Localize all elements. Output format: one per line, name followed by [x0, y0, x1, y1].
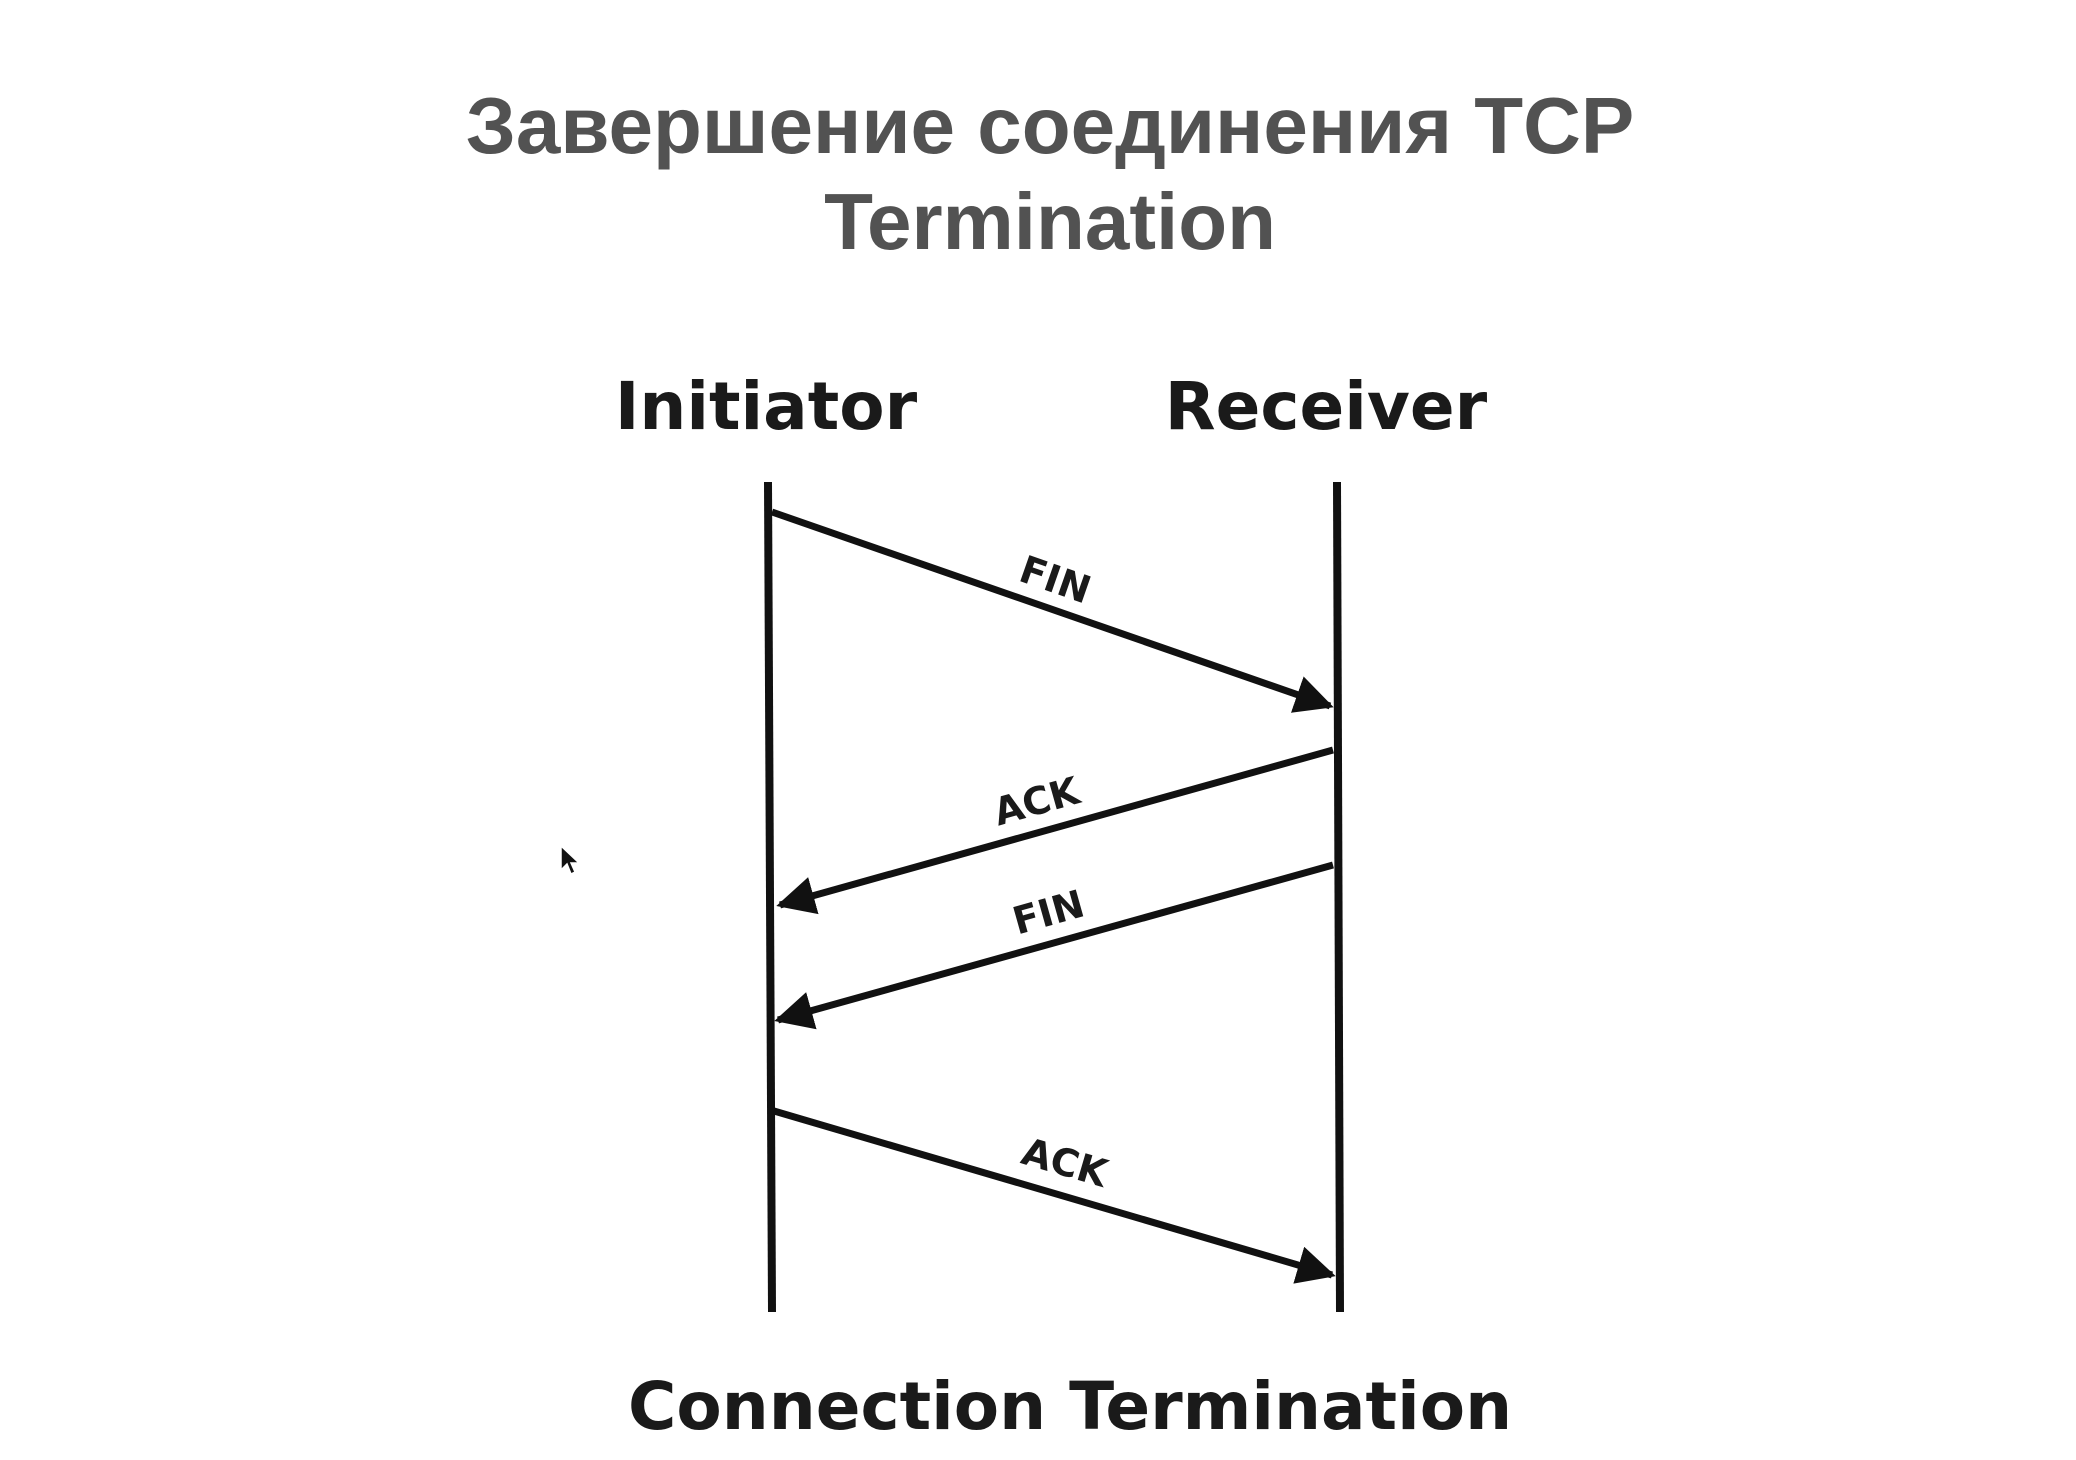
receiver-label: Receiver — [1164, 368, 1488, 445]
mouse-cursor-icon — [560, 845, 581, 876]
message-arrow-ack-1 — [776, 746, 1334, 915]
diagram-caption: Connection Termination — [627, 1368, 1513, 1445]
initiator-lifeline — [764, 481, 776, 1313]
message-arrow-fin-2 — [774, 861, 1334, 1030]
receiver-lifeline — [1333, 481, 1344, 1313]
initiator-label: Initiator — [614, 368, 918, 445]
slide-title-line-2: Termination — [824, 177, 1276, 266]
slide-title-line-1: Завершение соединения TCP — [465, 81, 1635, 170]
slide-title: Завершение соединения TCP Termination — [0, 78, 2076, 270]
message-arrow-ack-2 — [773, 1107, 1336, 1284]
message-arrow-fin-1 — [770, 508, 1334, 713]
